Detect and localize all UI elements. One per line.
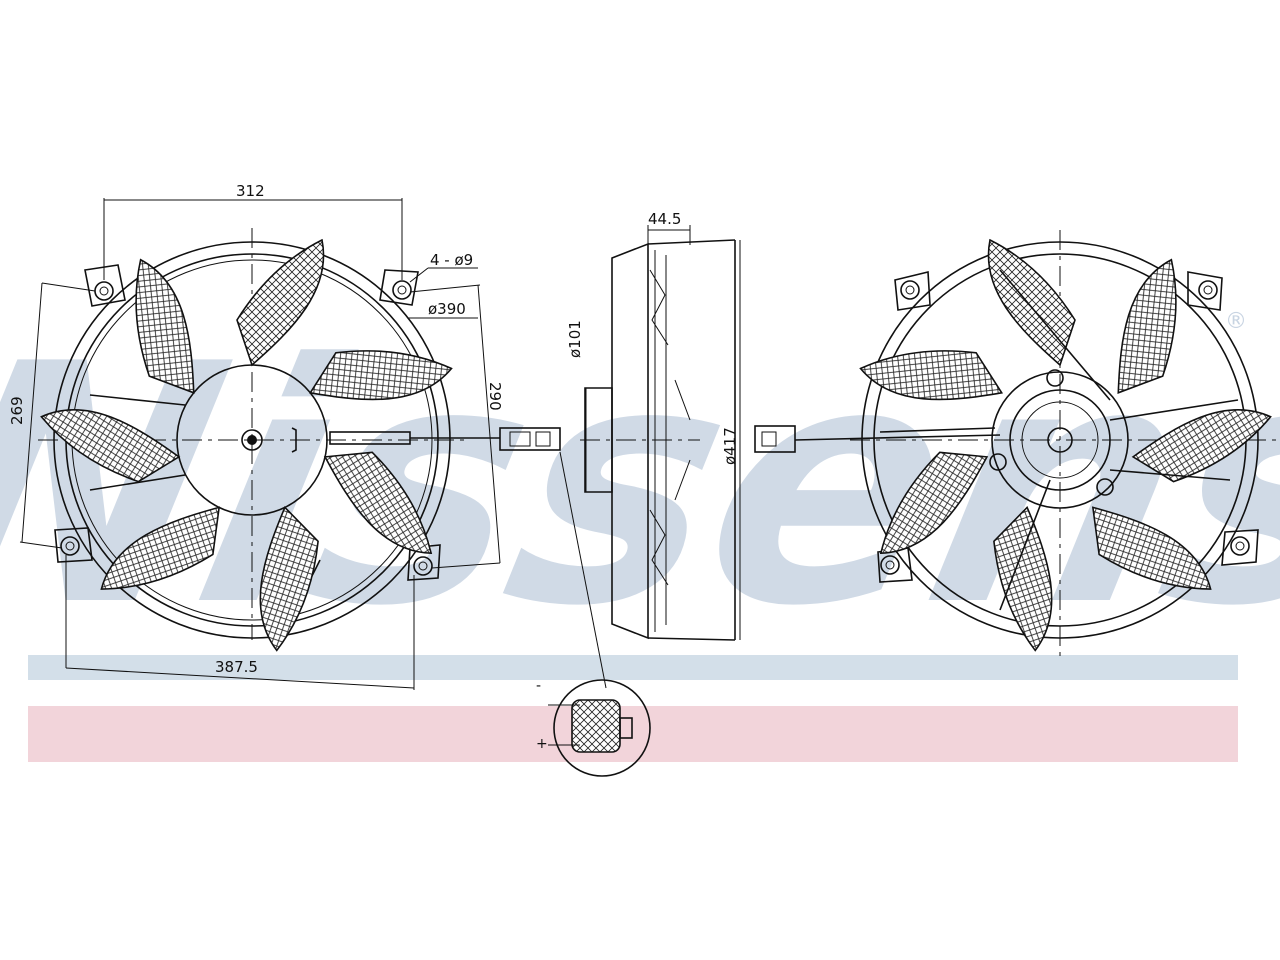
watermark-trademark: ®	[1225, 309, 1247, 334]
dim-269-label: 269	[8, 396, 26, 425]
plus-label: +	[536, 736, 548, 752]
minus-label: -	[536, 678, 541, 694]
dim-290-label: 290	[486, 382, 504, 411]
pink-band	[28, 706, 1238, 762]
side-view: 44.5 ø101 ø417	[566, 210, 741, 641]
dim-44-5-label: 44.5	[648, 210, 681, 228]
blue-band	[28, 655, 1238, 680]
dim-417-label: ø417	[721, 427, 739, 465]
dim-387-5-label: 387.5	[215, 658, 258, 676]
dim-holes-label: 4 - ø9	[430, 251, 473, 269]
rear-view	[754, 230, 1278, 660]
dim-312-label: 312	[236, 182, 265, 200]
front-view: 312 4 - ø9 ø390 269 290 387.5	[8, 182, 561, 690]
dim-diameter-label: ø390	[428, 300, 466, 318]
connector-detail: - +	[536, 451, 651, 777]
watermark-logo: Nissens	[0, 293, 1280, 678]
dim-101-label: ø101	[566, 320, 584, 358]
